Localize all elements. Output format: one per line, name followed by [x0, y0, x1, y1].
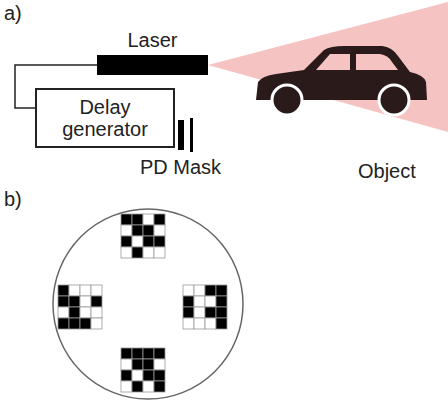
mask-cell [216, 307, 227, 318]
mask-cell [205, 307, 216, 318]
mask-cell [154, 381, 165, 392]
mask-cell [69, 285, 80, 296]
mask-patterns [58, 214, 227, 392]
mask-plate [190, 118, 193, 152]
mask-cell [194, 318, 205, 329]
mask-cell [143, 214, 154, 225]
car-silhouette [256, 46, 427, 115]
mask-cell [58, 285, 69, 296]
mask-cell [154, 247, 165, 258]
mask-cell [205, 318, 216, 329]
mask-cell [132, 348, 143, 359]
mask-cell [194, 285, 205, 296]
mask-cell [183, 318, 194, 329]
mask-cell [69, 318, 80, 329]
mask-cell [216, 285, 227, 296]
mask-cell [154, 214, 165, 225]
mask-cell [143, 236, 154, 247]
mask-cell [80, 285, 91, 296]
mask-cell [69, 296, 80, 307]
mask-cell [80, 307, 91, 318]
photodiode [178, 120, 184, 150]
mask-cell [216, 318, 227, 329]
mask-cell [183, 285, 194, 296]
mask-cell [143, 225, 154, 236]
mask-cell [143, 348, 154, 359]
label: b) [4, 188, 22, 210]
mask-cell [91, 318, 102, 329]
mask-cell [91, 285, 102, 296]
mask-cell [121, 247, 132, 258]
node-heading: Laser [97, 29, 208, 51]
mask-cell [183, 307, 194, 318]
laser-beam [208, 2, 448, 132]
mask-cell [194, 296, 205, 307]
mask-cell [216, 296, 227, 307]
laser-box: Laser [97, 55, 208, 75]
mask-cell [143, 381, 154, 392]
mask-cell [154, 348, 165, 359]
mask-cell [143, 247, 154, 258]
mask-cell [69, 307, 80, 318]
mask-cell [121, 381, 132, 392]
mask-cell [58, 307, 69, 318]
mask-cell [121, 225, 132, 236]
mask-cell [132, 214, 143, 225]
mask-cell [80, 296, 91, 307]
mask-cell [154, 370, 165, 381]
label: PD Mask [140, 156, 221, 178]
mask-cell [205, 296, 216, 307]
mask-cell [121, 236, 132, 247]
mask-cell [205, 285, 216, 296]
label: a) [4, 2, 22, 24]
mask-cell [132, 370, 143, 381]
mask-cell [154, 236, 165, 247]
mask-cell [154, 225, 165, 236]
mask-cell [194, 307, 205, 318]
mask-cell [91, 307, 102, 318]
mask-disk [53, 209, 243, 399]
mask-cell [121, 214, 132, 225]
mask-cell [143, 359, 154, 370]
mask-cell [132, 225, 143, 236]
mask-cell [154, 359, 165, 370]
node-text: Delay generator [43, 96, 167, 140]
mask-cell [80, 318, 91, 329]
mask-cell [132, 236, 143, 247]
mask-cell [143, 370, 154, 381]
mask-cell [121, 359, 132, 370]
delay-generator-box: Delay generator [35, 88, 175, 148]
mask-cell [132, 381, 143, 392]
mask-cell [121, 370, 132, 381]
mask-cell [183, 296, 194, 307]
mask-cell [132, 359, 143, 370]
mask-cell [121, 348, 132, 359]
mask-cell [132, 247, 143, 258]
label: Object [358, 160, 416, 182]
mask-cell [58, 296, 69, 307]
mask-cell [58, 318, 69, 329]
mask-cell [91, 296, 102, 307]
